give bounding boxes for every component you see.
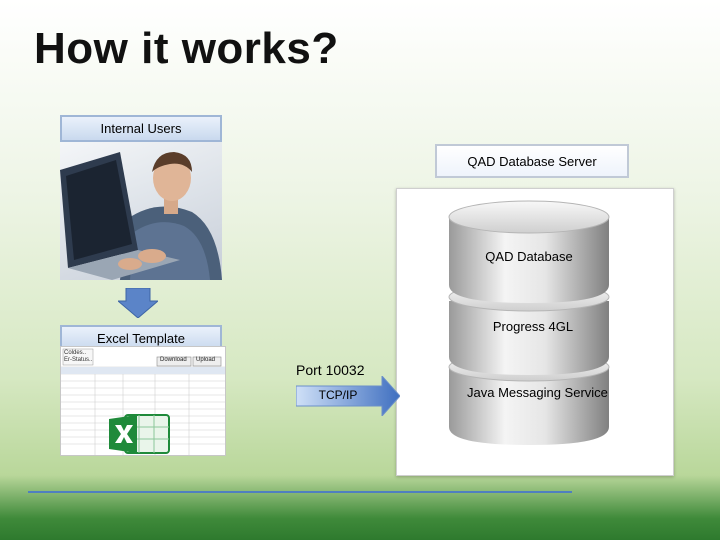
- excel-sheet-preview: Coldes.. Er-Status.. Download Upload: [60, 346, 226, 456]
- qad-database-layer: QAD Database: [485, 249, 573, 264]
- sheet-cell-a1: Coldes..: [64, 350, 87, 356]
- progress-4gl-layer: Progress 4GL: [492, 319, 574, 334]
- qad-database-server-label: QAD Database Server: [435, 144, 629, 178]
- internal-users-label: Internal Users: [60, 115, 222, 142]
- sheet-upload-button: Upload: [196, 357, 216, 363]
- sheet-download-button: Download: [160, 357, 187, 363]
- database-cylinder-icon: [448, 200, 610, 445]
- port-label: Port 10032: [296, 362, 365, 378]
- right-arrow-icon: [296, 376, 400, 416]
- slide-title: How it works?: [34, 24, 339, 73]
- tcp-ip-label: TCP/IP: [318, 388, 358, 402]
- server-panel: QAD Database Progress 4GL Java Messaging…: [396, 188, 674, 476]
- java-messaging-service-layer: Java Messaging Service: [467, 385, 608, 400]
- excel-logo-icon: [109, 414, 170, 454]
- down-arrow-icon: [118, 288, 158, 318]
- footer-divider: [28, 491, 572, 493]
- user-photo: [60, 142, 222, 280]
- user-at-laptop-icon: [60, 152, 222, 280]
- sheet-cell-a2: Er-Status..: [64, 357, 93, 363]
